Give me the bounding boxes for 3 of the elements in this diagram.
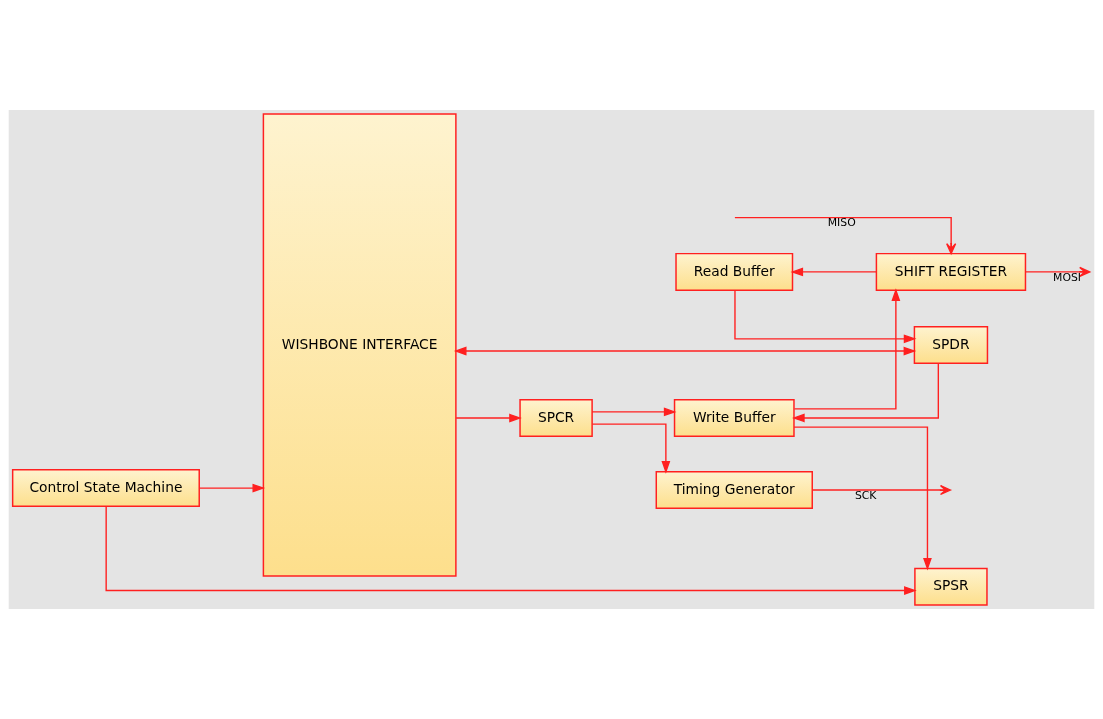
- edge-label: MOSI: [1053, 270, 1082, 284]
- edge-label: SCK: [854, 488, 877, 502]
- edge-label: MISO: [827, 216, 856, 230]
